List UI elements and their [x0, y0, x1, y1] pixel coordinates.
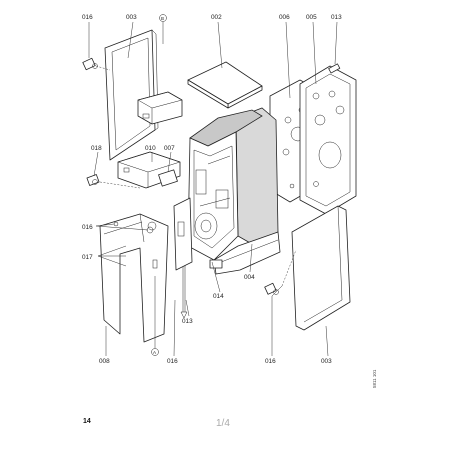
part-014-panel: [173, 197, 223, 271]
label-marker-b: B: [161, 16, 164, 21]
base-frame-left: [99, 213, 169, 343]
marker-017-lines: [97, 245, 127, 267]
label-016-left: 016: [82, 224, 93, 231]
label-007: 007: [164, 145, 175, 152]
clip-part-018: [86, 174, 100, 186]
label-006: 006: [279, 14, 290, 21]
label-005: 005: [306, 14, 317, 21]
label-008: 008: [99, 358, 110, 365]
label-016-top: 016: [82, 14, 93, 21]
side-panel-left: [104, 29, 159, 161]
marker-b-top: [159, 14, 167, 44]
label-marker-a: A: [153, 350, 156, 355]
label-002: 002: [211, 14, 222, 21]
callout-labels: 016 003 B 002 006 005 013 018 010 007 01…: [82, 14, 342, 365]
drawing-code: 5811 101: [372, 369, 377, 388]
clip-part-016-right: [264, 282, 279, 295]
label-013-mid: 013: [182, 318, 193, 325]
electrical-module: [99, 151, 181, 189]
label-010: 010: [145, 145, 156, 152]
label-016-right: 016: [265, 358, 276, 365]
label-003-top: 003: [126, 14, 137, 21]
leader-lines: [88, 21, 338, 357]
control-module: [137, 91, 183, 125]
label-017: 017: [82, 254, 93, 261]
label-016-bottom: 016: [167, 358, 178, 365]
front-panel-right: [281, 205, 351, 331]
label-013-top: 013: [331, 14, 342, 21]
label-014: 014: [213, 293, 224, 300]
rear-panel: [299, 65, 357, 215]
label-004: 004: [244, 274, 255, 281]
label-018: 018: [91, 145, 102, 152]
boiler-body: [187, 107, 281, 275]
clip-part-016-top: [82, 57, 111, 71]
marker-a-bottom: [151, 276, 159, 356]
bracket-013-top: [328, 63, 341, 74]
label-003-right: 003: [321, 358, 332, 365]
top-cover-plate: [187, 61, 263, 109]
page-number: 14: [83, 418, 91, 425]
sheet-indicator: 1/4: [216, 418, 230, 429]
rod-013: [180, 258, 188, 319]
